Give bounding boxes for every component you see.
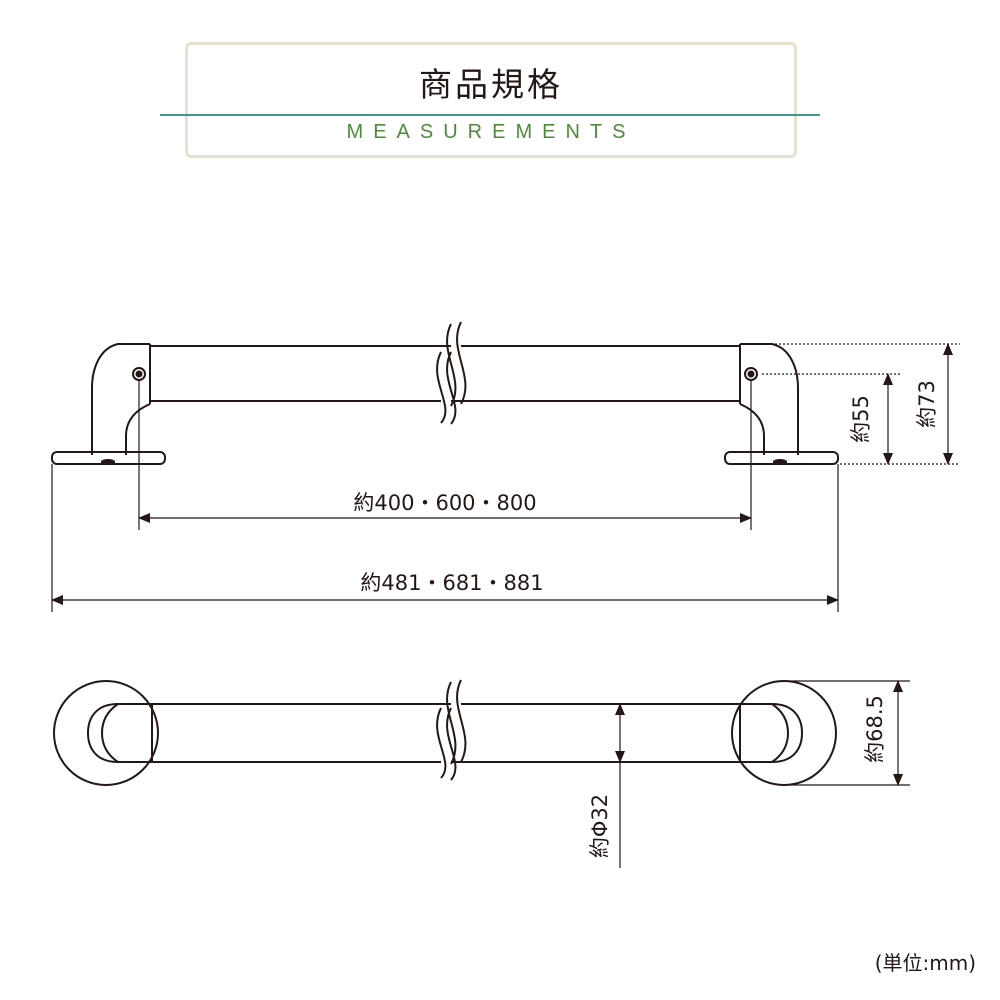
bar-diameter-label: 約Φ32 bbox=[588, 794, 612, 858]
top-break-mark bbox=[436, 679, 467, 781]
left-base-hole bbox=[101, 459, 115, 465]
left-base-disc bbox=[53, 680, 159, 786]
overall-height-label: 約73 bbox=[915, 380, 939, 428]
page-title: 商品規格 bbox=[419, 65, 563, 104]
top-view bbox=[53, 679, 837, 786]
page-subtitle: MEASUREMENTS bbox=[346, 121, 636, 143]
top-bar-outline bbox=[152, 703, 740, 763]
overall-length-label: 約481・681・881 bbox=[360, 571, 543, 595]
right-bracket bbox=[739, 343, 799, 455]
side-dimensions bbox=[51, 343, 960, 612]
side-break-mark bbox=[436, 321, 467, 425]
top-dimensions bbox=[615, 680, 910, 868]
right-base-hole bbox=[773, 459, 787, 465]
title-divider bbox=[160, 114, 820, 116]
unit-note: (単位:mm) bbox=[874, 951, 976, 975]
title-box bbox=[185, 42, 797, 158]
right-base-disc bbox=[731, 680, 837, 786]
inner-length-label: 約400・600・800 bbox=[353, 491, 536, 515]
base-diameter-label: 約68.5 bbox=[863, 695, 887, 763]
left-bracket-top bbox=[86, 703, 153, 763]
side-view bbox=[51, 321, 839, 465]
axis-height-label: 約55 bbox=[849, 395, 873, 443]
left-bracket bbox=[91, 343, 151, 455]
side-bar-outline bbox=[150, 345, 740, 402]
right-bracket-top bbox=[739, 703, 804, 763]
